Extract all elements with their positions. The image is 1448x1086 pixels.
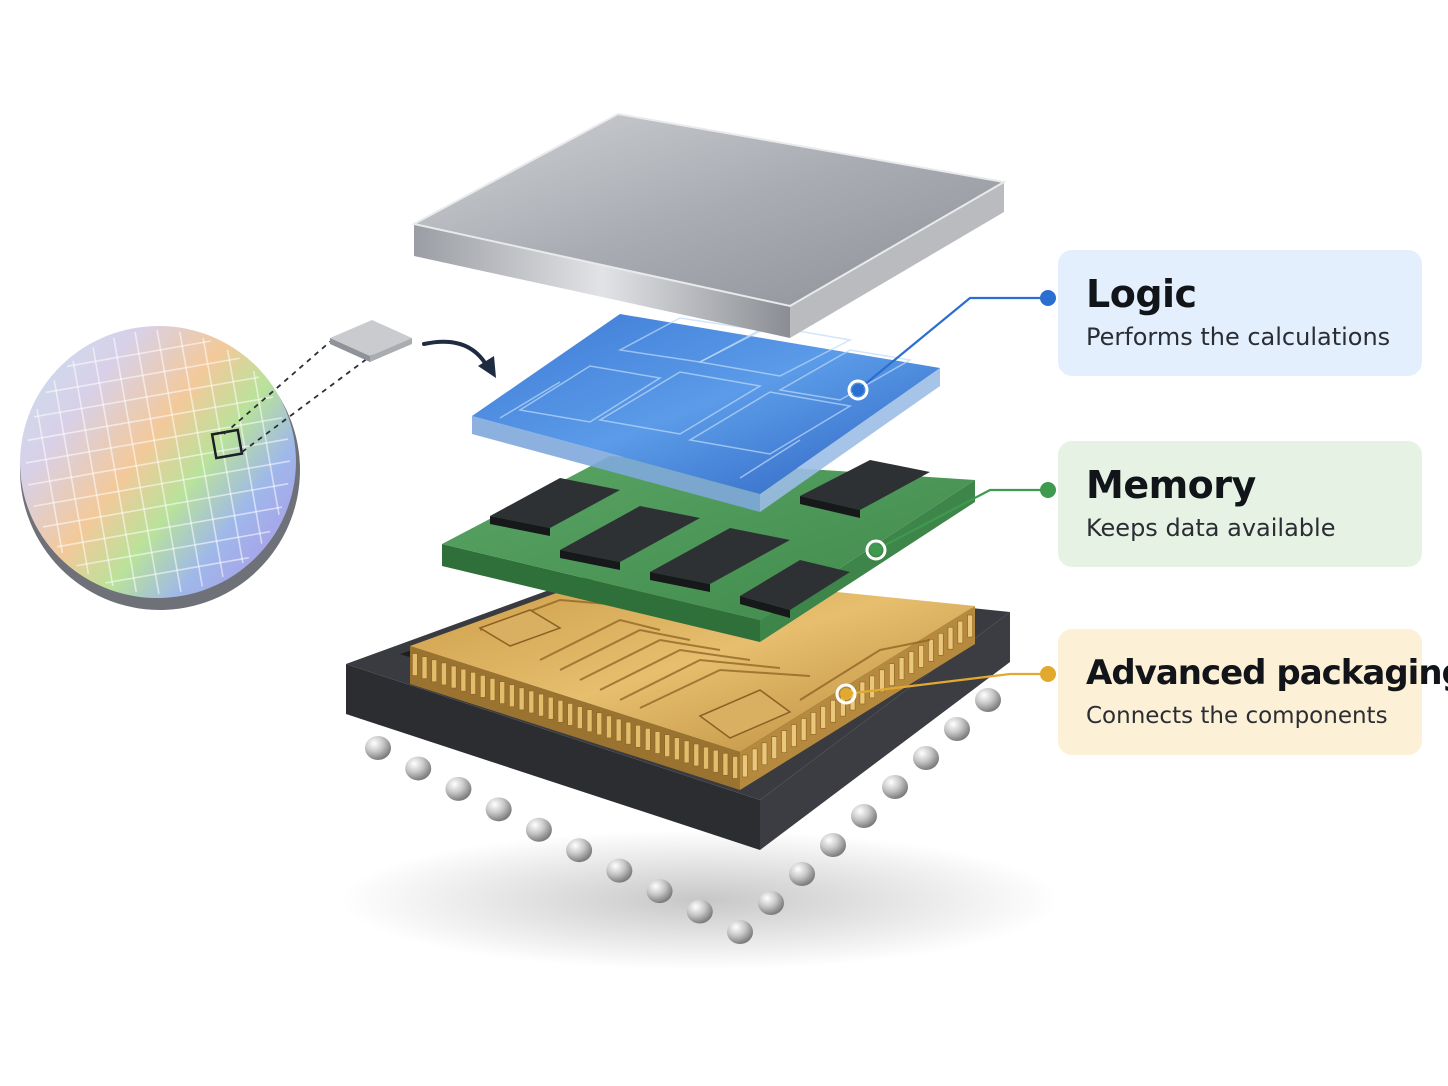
- memory-dot-icon: [1040, 482, 1056, 498]
- packaging-callout: Advanced packaging Connects the componen…: [1058, 629, 1448, 755]
- memory-board: [442, 456, 975, 642]
- packaging-dot-icon: [1040, 666, 1056, 682]
- advanced-packaging-interposer: [410, 570, 975, 790]
- logic-callout: Logic Performs the calculations: [1058, 250, 1422, 376]
- logic-description: Performs the calculations: [1086, 323, 1391, 351]
- memory-title: Memory: [1086, 463, 1256, 507]
- callout-leaders: [835, 290, 1056, 705]
- wafer-die-grid: [25, 329, 291, 595]
- silicon-wafer: [20, 325, 300, 610]
- memory-chips: [490, 460, 930, 618]
- logic-dot-icon: [1040, 290, 1056, 306]
- arrow-icon: [422, 339, 496, 378]
- heat-spreader-lid: [411, 112, 1007, 338]
- logic-title: Logic: [1086, 272, 1197, 316]
- memory-callout: Memory Keeps data available: [1058, 441, 1422, 567]
- packaging-title: Advanced packaging: [1086, 653, 1448, 693]
- solder-ball-array: [365, 688, 1001, 944]
- packaging-description: Connects the components: [1086, 703, 1388, 729]
- die-extraction-guides: [223, 320, 412, 453]
- memory-description: Keeps data available: [1086, 514, 1336, 542]
- logic-die: [472, 314, 940, 512]
